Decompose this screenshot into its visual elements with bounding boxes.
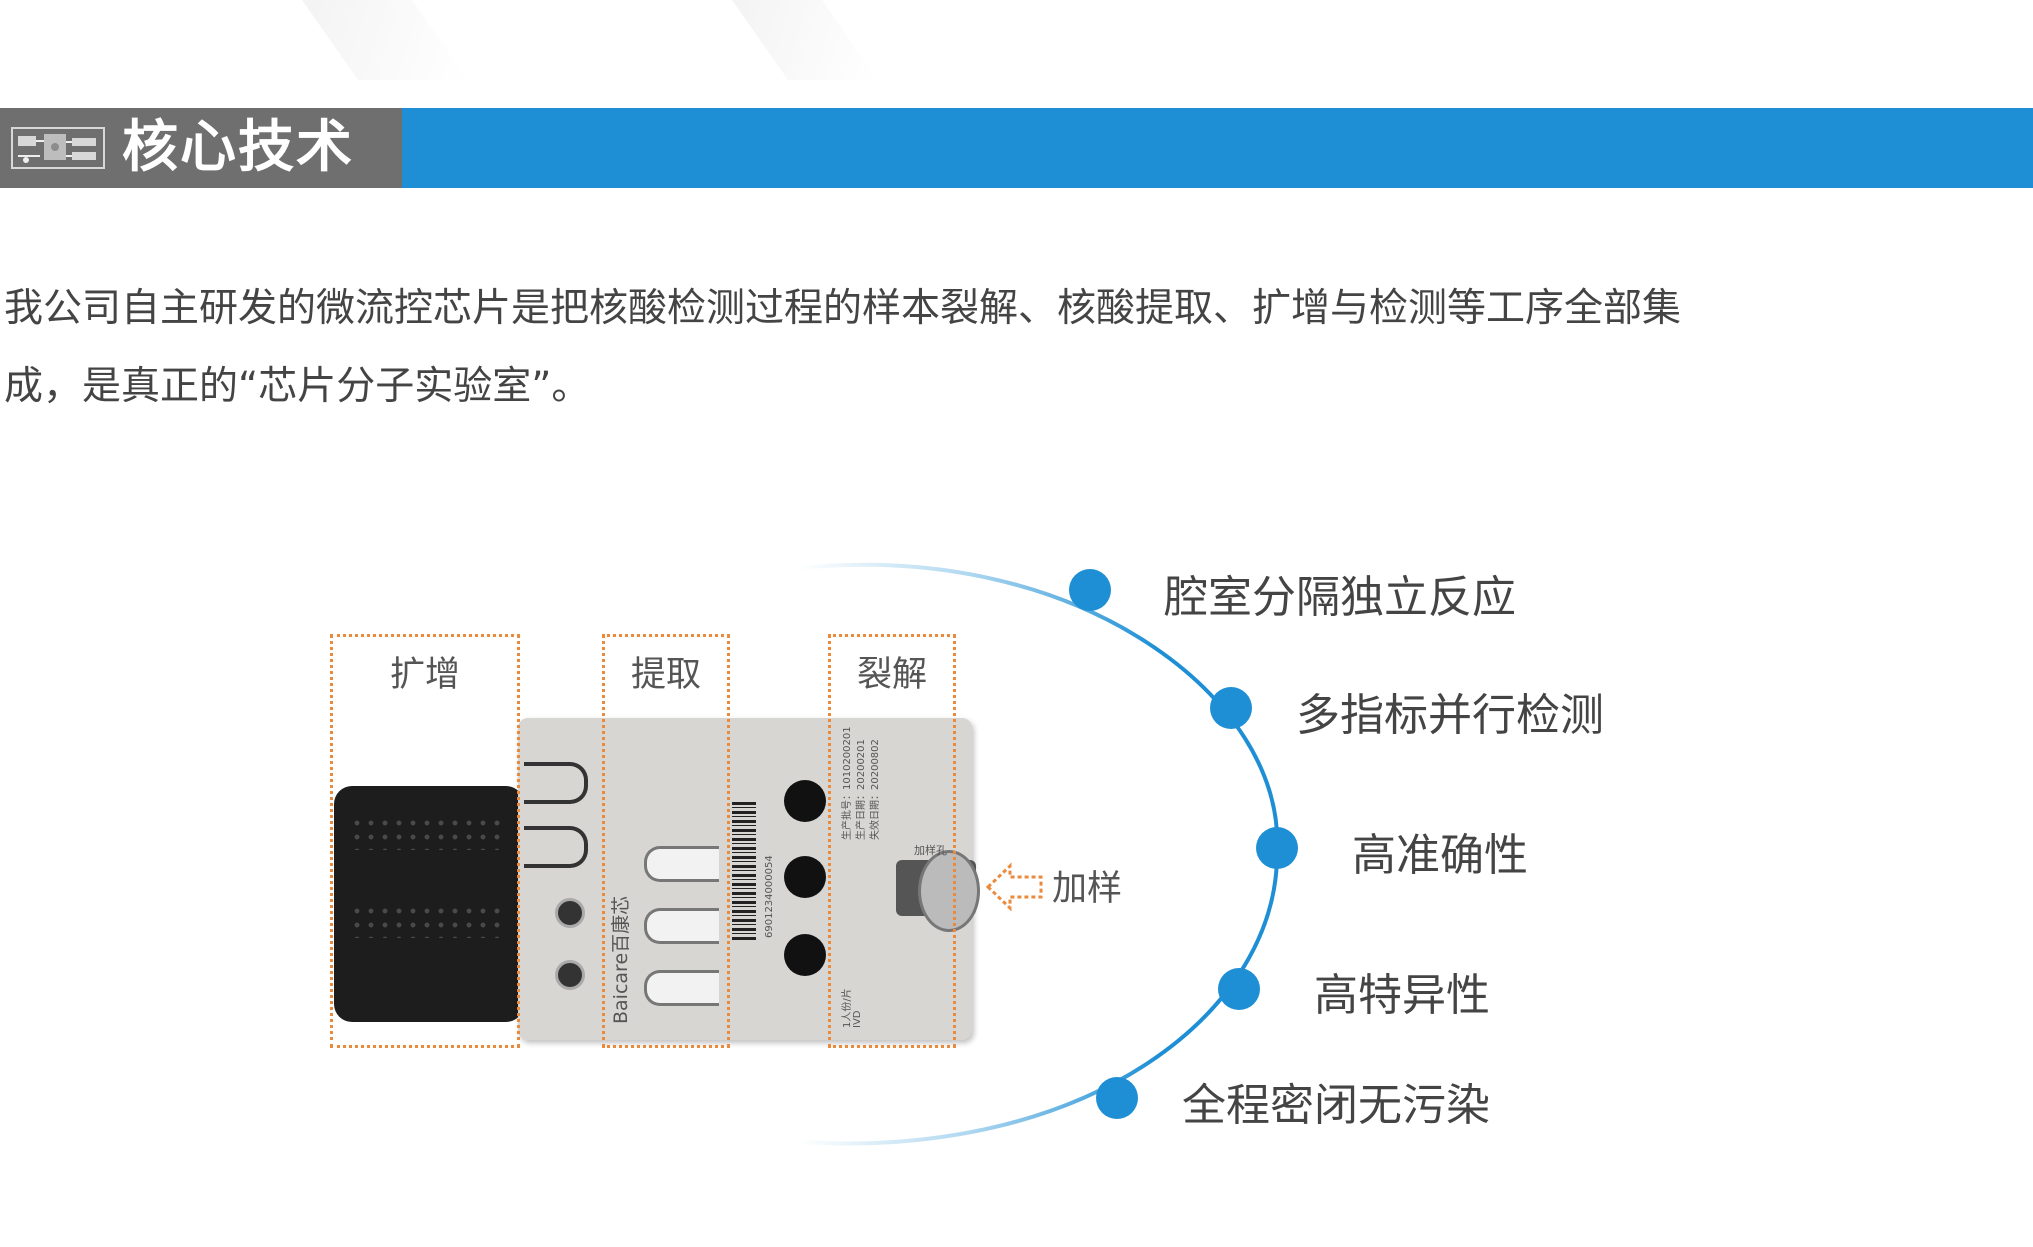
lysis-well (784, 856, 826, 898)
stage-label-lysis: 裂解 (856, 655, 927, 695)
feature-item: 全程密闭无污染 (1182, 1080, 1490, 1131)
intro-line-2: 成，是真正的“芯片分子实验室”。 (4, 364, 591, 409)
feature-dot (1218, 968, 1260, 1010)
stage-box-extraction (602, 634, 730, 1048)
sample-port-cap (918, 850, 980, 932)
sample-port-label: 加样孔 (914, 844, 947, 857)
intro-paragraph: 我公司自主研发的微流控芯片是把核酸检测过程的样本裂解、核酸提取、扩增与检测等工序… (4, 270, 2029, 426)
feature-arc (799, 562, 1280, 1146)
channel-slot (524, 826, 588, 868)
section-title: 核心技术 (122, 115, 354, 180)
background-stripe (731, 0, 879, 80)
section-header: 核心技术 (0, 108, 2033, 188)
chip-small-hole (555, 960, 585, 990)
feature-item: 高准确性 (1352, 830, 1528, 881)
stage-box-lysis (828, 634, 956, 1048)
background-stripe (301, 0, 469, 80)
chip-reaction-chamber (334, 786, 524, 1022)
extraction-channel (644, 970, 719, 1006)
stage-box-amplification (330, 634, 520, 1048)
feature-dot (1096, 1077, 1138, 1119)
circuit-board-icon (11, 127, 105, 169)
intro-line-1: 我公司自主研发的微流控芯片是把核酸检测过程的样本裂解、核酸提取、扩增与检测等工序… (4, 286, 1682, 331)
feature-item: 多指标并行检测 (1296, 690, 1604, 741)
stage-label-amplification: 扩增 (389, 655, 460, 695)
barcode-number: 6901234000054 (764, 855, 775, 938)
sample-inlet-label: 加样 (1052, 869, 1123, 909)
header-title-block: 核心技术 (0, 108, 402, 188)
feature-dot (1210, 687, 1252, 729)
chip-diagram: 6901234000054 Baicare百康芯 生产批号：1010200201… (0, 540, 2033, 1160)
feature-item: 腔室分隔独立反应 (1164, 572, 1516, 623)
chamber-dots (350, 816, 508, 850)
feature-dot (1069, 569, 1111, 611)
lysis-well (784, 780, 826, 822)
channel-slot (524, 762, 588, 804)
chip-small-hole (555, 898, 585, 928)
feature-item: 高特异性 (1314, 970, 1490, 1021)
stage-label-extraction: 提取 (630, 655, 701, 695)
feature-dot (1256, 827, 1298, 869)
extraction-channel (644, 908, 719, 944)
chip-barcode (732, 802, 756, 942)
lysis-well (784, 934, 826, 976)
chamber-dots (350, 904, 508, 938)
extraction-channel (644, 846, 719, 882)
dotted-arrow-left-icon (986, 862, 1043, 912)
